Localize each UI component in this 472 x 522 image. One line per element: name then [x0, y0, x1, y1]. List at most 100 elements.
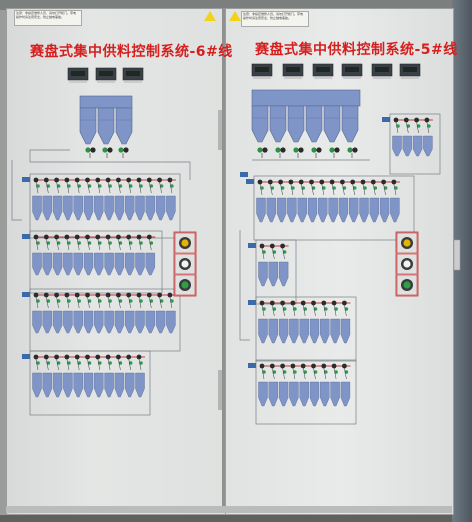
station-valve-icon	[370, 179, 376, 185]
station-pipe	[323, 367, 327, 380]
station-valve-icon	[116, 354, 121, 360]
main-hopper	[287, 105, 305, 143]
station-valve-icon	[116, 292, 121, 298]
feed-inlet-tag	[248, 243, 256, 248]
station-hopper	[155, 195, 166, 221]
station-valve-icon	[126, 234, 132, 240]
station-valve-icon	[259, 243, 265, 249]
station-pipe	[344, 304, 347, 317]
station-hopper	[135, 252, 145, 276]
station-pipe	[35, 238, 39, 251]
station-valve-icon	[105, 292, 111, 298]
main-hopper	[79, 107, 97, 145]
station-valve-icon	[424, 117, 430, 123]
station-pipe	[87, 238, 90, 251]
station-hopper	[83, 195, 94, 221]
station-pipe	[56, 358, 59, 371]
station-valve-icon	[116, 234, 121, 240]
station-pipe	[331, 183, 335, 196]
station-pipe	[373, 183, 376, 196]
valve-black-icon	[90, 147, 96, 153]
feed-inlet-tag	[248, 363, 256, 368]
main-hopper	[341, 105, 359, 143]
station-pipe	[128, 238, 131, 251]
cabinet-seam	[222, 8, 225, 513]
station-valve-icon	[331, 300, 337, 306]
station-hopper	[32, 195, 42, 221]
station-pipe	[313, 304, 316, 317]
station-pipe	[323, 304, 327, 317]
meter-tag	[253, 77, 271, 79]
door-handle	[453, 239, 461, 271]
valve-black-icon	[352, 147, 358, 153]
station-hopper	[73, 195, 83, 221]
station-hopper	[145, 310, 155, 334]
station-pipe	[149, 296, 152, 309]
valve-black-icon	[334, 147, 340, 153]
station-valve-icon	[33, 292, 39, 298]
valve-green-icon	[311, 147, 317, 153]
station-pipe	[107, 358, 111, 371]
station-hopper	[63, 372, 73, 398]
valve-green-icon	[293, 147, 299, 153]
station-valve-icon	[157, 177, 163, 183]
main-hopper	[269, 105, 287, 143]
return-pipe	[11, 160, 22, 221]
station-valve-icon	[74, 292, 80, 298]
station-pipe	[46, 296, 49, 309]
return-pipe	[239, 230, 250, 341]
station-hopper	[289, 318, 299, 344]
right-panel-title: 赛盘式集中供料控制系统-5#线	[255, 42, 458, 58]
station-hopper	[258, 381, 268, 407]
station-valve-icon	[280, 300, 285, 306]
station-hopper	[83, 252, 94, 276]
station-hopper	[42, 195, 52, 221]
station-hopper	[320, 318, 330, 344]
station-pipe	[395, 121, 399, 134]
station-pipe	[107, 296, 111, 309]
station-valve-icon	[74, 354, 80, 360]
station-valve-icon	[414, 117, 419, 123]
station-valve-icon	[136, 292, 142, 298]
station-valve-icon	[126, 292, 132, 298]
station-valve-icon	[95, 354, 101, 360]
station-hopper	[114, 195, 125, 221]
station-valve-icon	[360, 179, 366, 185]
station-pipe	[149, 181, 152, 194]
station-pipe	[321, 183, 325, 196]
station-hopper	[340, 318, 351, 344]
station-hopper	[63, 195, 73, 221]
station-pipe	[76, 296, 80, 309]
station-hopper	[94, 195, 104, 221]
station-hopper	[278, 318, 289, 344]
station-valve-icon	[340, 179, 345, 185]
station-pipe	[35, 358, 39, 371]
main-hopper	[305, 105, 323, 143]
station-valve-icon	[146, 234, 152, 240]
station-pipe	[342, 183, 345, 196]
station-valve-icon	[381, 179, 386, 185]
station-frame	[255, 239, 297, 305]
station-valve-icon	[280, 363, 285, 369]
lamp-box-3	[396, 274, 418, 296]
station-pipe	[128, 296, 131, 309]
station-hopper	[125, 195, 135, 221]
station-pipe	[333, 304, 337, 317]
meter-tag	[343, 77, 361, 79]
station-valve-icon	[95, 234, 101, 240]
station-valve-icon	[74, 177, 80, 183]
valve-green-icon	[118, 147, 124, 153]
station-hopper	[412, 135, 423, 157]
lamp-box-2	[396, 253, 418, 275]
station-pipe	[290, 183, 294, 196]
station-valve-icon	[319, 179, 325, 185]
station-hopper	[145, 195, 155, 221]
station-valve-icon	[43, 177, 49, 183]
station-pipe	[87, 358, 90, 371]
station-hopper	[155, 310, 166, 334]
station-pipe	[426, 121, 430, 134]
feed-inlet-tag	[22, 292, 30, 297]
station-pipe	[393, 183, 397, 196]
station-valve-icon	[136, 234, 142, 240]
